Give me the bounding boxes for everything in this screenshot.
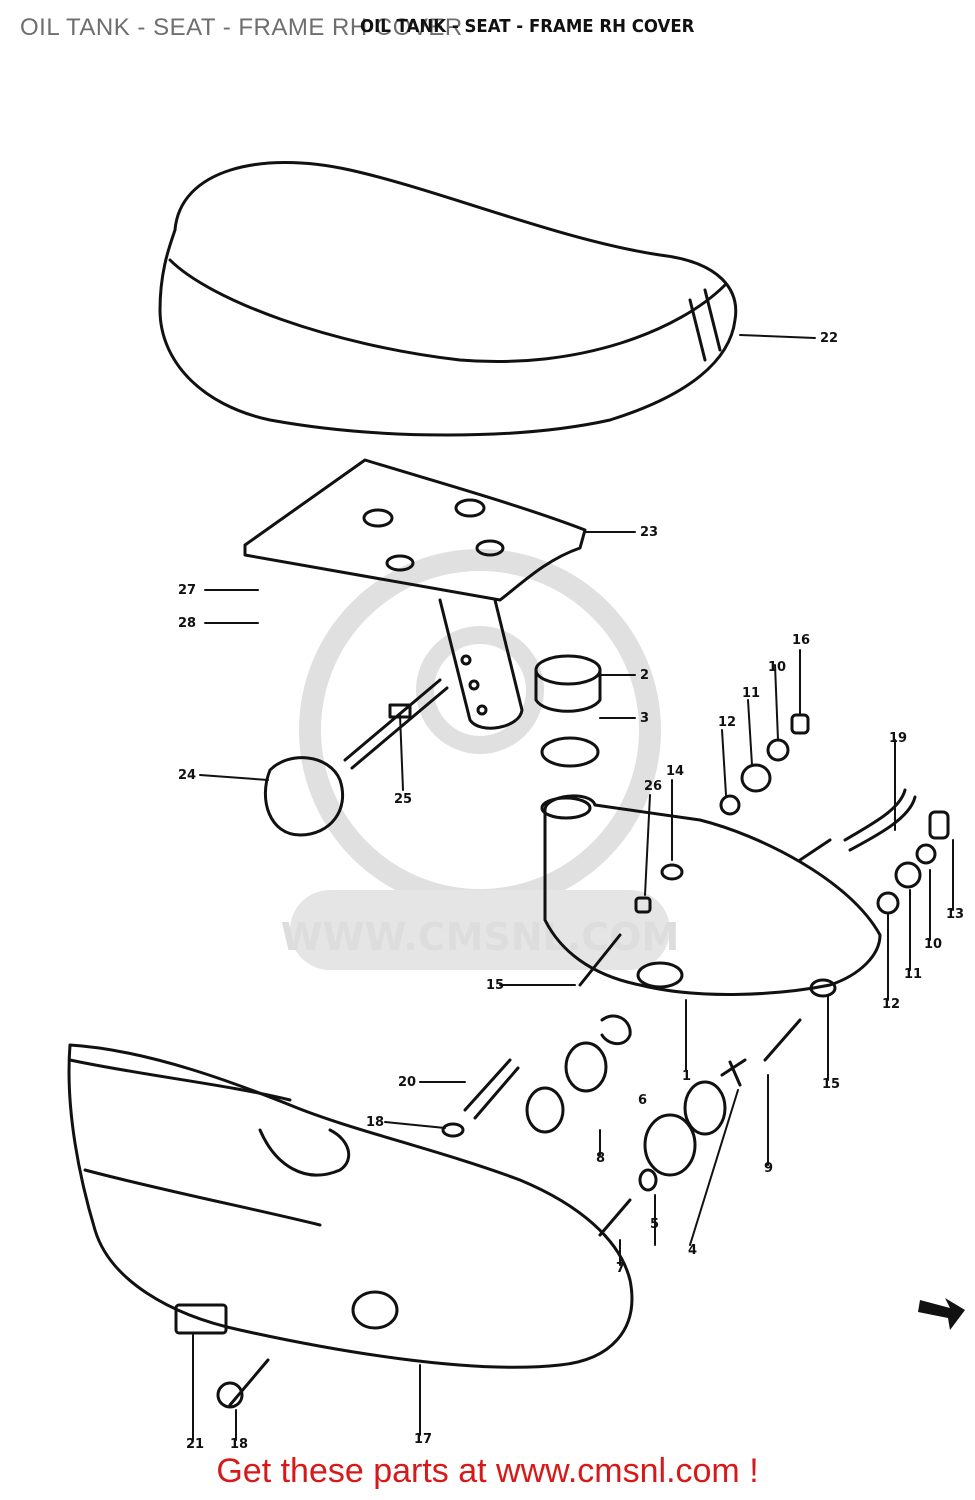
watermark-text: WWW.CMSNL.COM: [280, 915, 680, 959]
callout-label: 4: [688, 1243, 697, 1258]
page-header-title: OIL TANK - SEAT - FRAME RH COVER: [20, 14, 463, 41]
callout-label: 16: [792, 633, 810, 648]
get-parts-link[interactable]: Get these parts at www.cmsnl.com !: [216, 1452, 759, 1490]
callout-label: 11: [742, 686, 760, 701]
callout-label: 26: [644, 779, 662, 794]
callout-label: 15: [486, 978, 504, 993]
seat-knob-assembly: [264, 678, 449, 837]
callout-label: 17: [414, 1432, 432, 1447]
hardware-fittings: [578, 713, 950, 998]
diagram-scan-title: OIL TANK - SEAT - FRAME RH COVER: [360, 16, 695, 37]
callout-label: 8: [596, 1151, 605, 1166]
frame-rh-cover: [67, 1043, 634, 1369]
drain-bolt-parts: [441, 1014, 802, 1237]
callout-label: 18: [366, 1115, 384, 1130]
callout-leader-lines: [192, 334, 954, 1441]
callout-label: 13: [946, 907, 964, 922]
callout-label: 25: [394, 792, 412, 807]
callout-label: 7: [616, 1261, 625, 1276]
direction-arrow-icon: [918, 1298, 965, 1330]
callout-label: 15: [822, 1077, 840, 1092]
callout-label: 27: [178, 583, 196, 598]
cover-hardware: [174, 1303, 270, 1409]
callout-labels: 22 23 27 28 2 3 24 25 16 12 11 10 15 26 …: [178, 331, 964, 1452]
cmsnl-watermark: WWW.CMSNL.COM: [250, 520, 710, 990]
callout-label: 10: [924, 937, 942, 952]
callout-label: 3: [640, 711, 649, 726]
callout-label: 9: [764, 1161, 773, 1176]
callout-label: 23: [640, 525, 658, 540]
callout-label: 18: [230, 1437, 248, 1452]
callout-label: 19: [889, 731, 907, 746]
callout-label: 2: [640, 668, 649, 683]
callout-label: 12: [718, 715, 736, 730]
seat-part: [158, 161, 738, 437]
oil-tank-body: [540, 794, 882, 996]
callout-label: 1: [682, 1069, 691, 1084]
oil-tank-cap: [534, 654, 602, 768]
callout-label: 24: [178, 768, 196, 783]
callout-label: 20: [398, 1075, 416, 1090]
callout-label: 22: [820, 331, 838, 346]
callout-label: 12: [882, 997, 900, 1012]
callout-label: 14: [666, 764, 684, 779]
callout-label: 21: [186, 1437, 204, 1452]
callout-label: 28: [178, 616, 196, 631]
callout-label: 11: [904, 967, 922, 982]
callout-label: 6: [638, 1093, 647, 1108]
callout-label: 5: [650, 1217, 659, 1232]
callout-label: 10: [768, 660, 786, 675]
seat-base-plate: [243, 458, 587, 730]
